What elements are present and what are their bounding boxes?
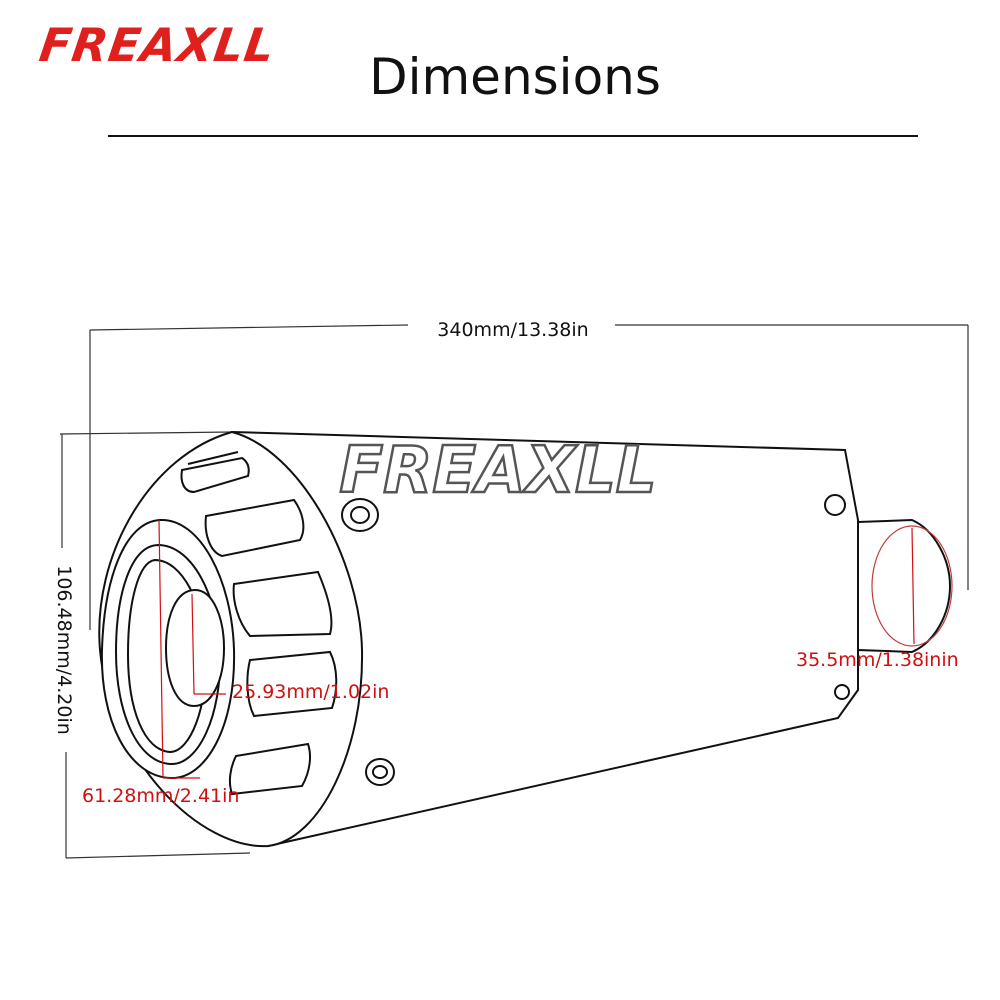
brand-watermark: FREAXLL xyxy=(339,434,656,508)
height-label: 106.48mm/4.20in xyxy=(53,565,75,735)
length-label: 340mm/13.38in xyxy=(437,319,588,341)
inlet-diameter-circle xyxy=(871,525,953,647)
height-dimension-lines xyxy=(59,431,251,859)
cap-vents xyxy=(180,451,338,796)
inner-outlet-label: 25.93mm/1.02in xyxy=(232,681,389,703)
page-title: Dimensions xyxy=(369,48,661,106)
inlet-label: 35.5mm/1.38inin xyxy=(796,649,959,671)
outer-outlet-label: 61.28mm/2.41in xyxy=(82,785,239,807)
length-dimension-lines xyxy=(89,324,969,630)
title-divider xyxy=(108,135,918,137)
red-dimension-lines xyxy=(158,519,915,779)
mounting-bolts xyxy=(341,494,850,786)
outlet-rings xyxy=(100,518,236,780)
